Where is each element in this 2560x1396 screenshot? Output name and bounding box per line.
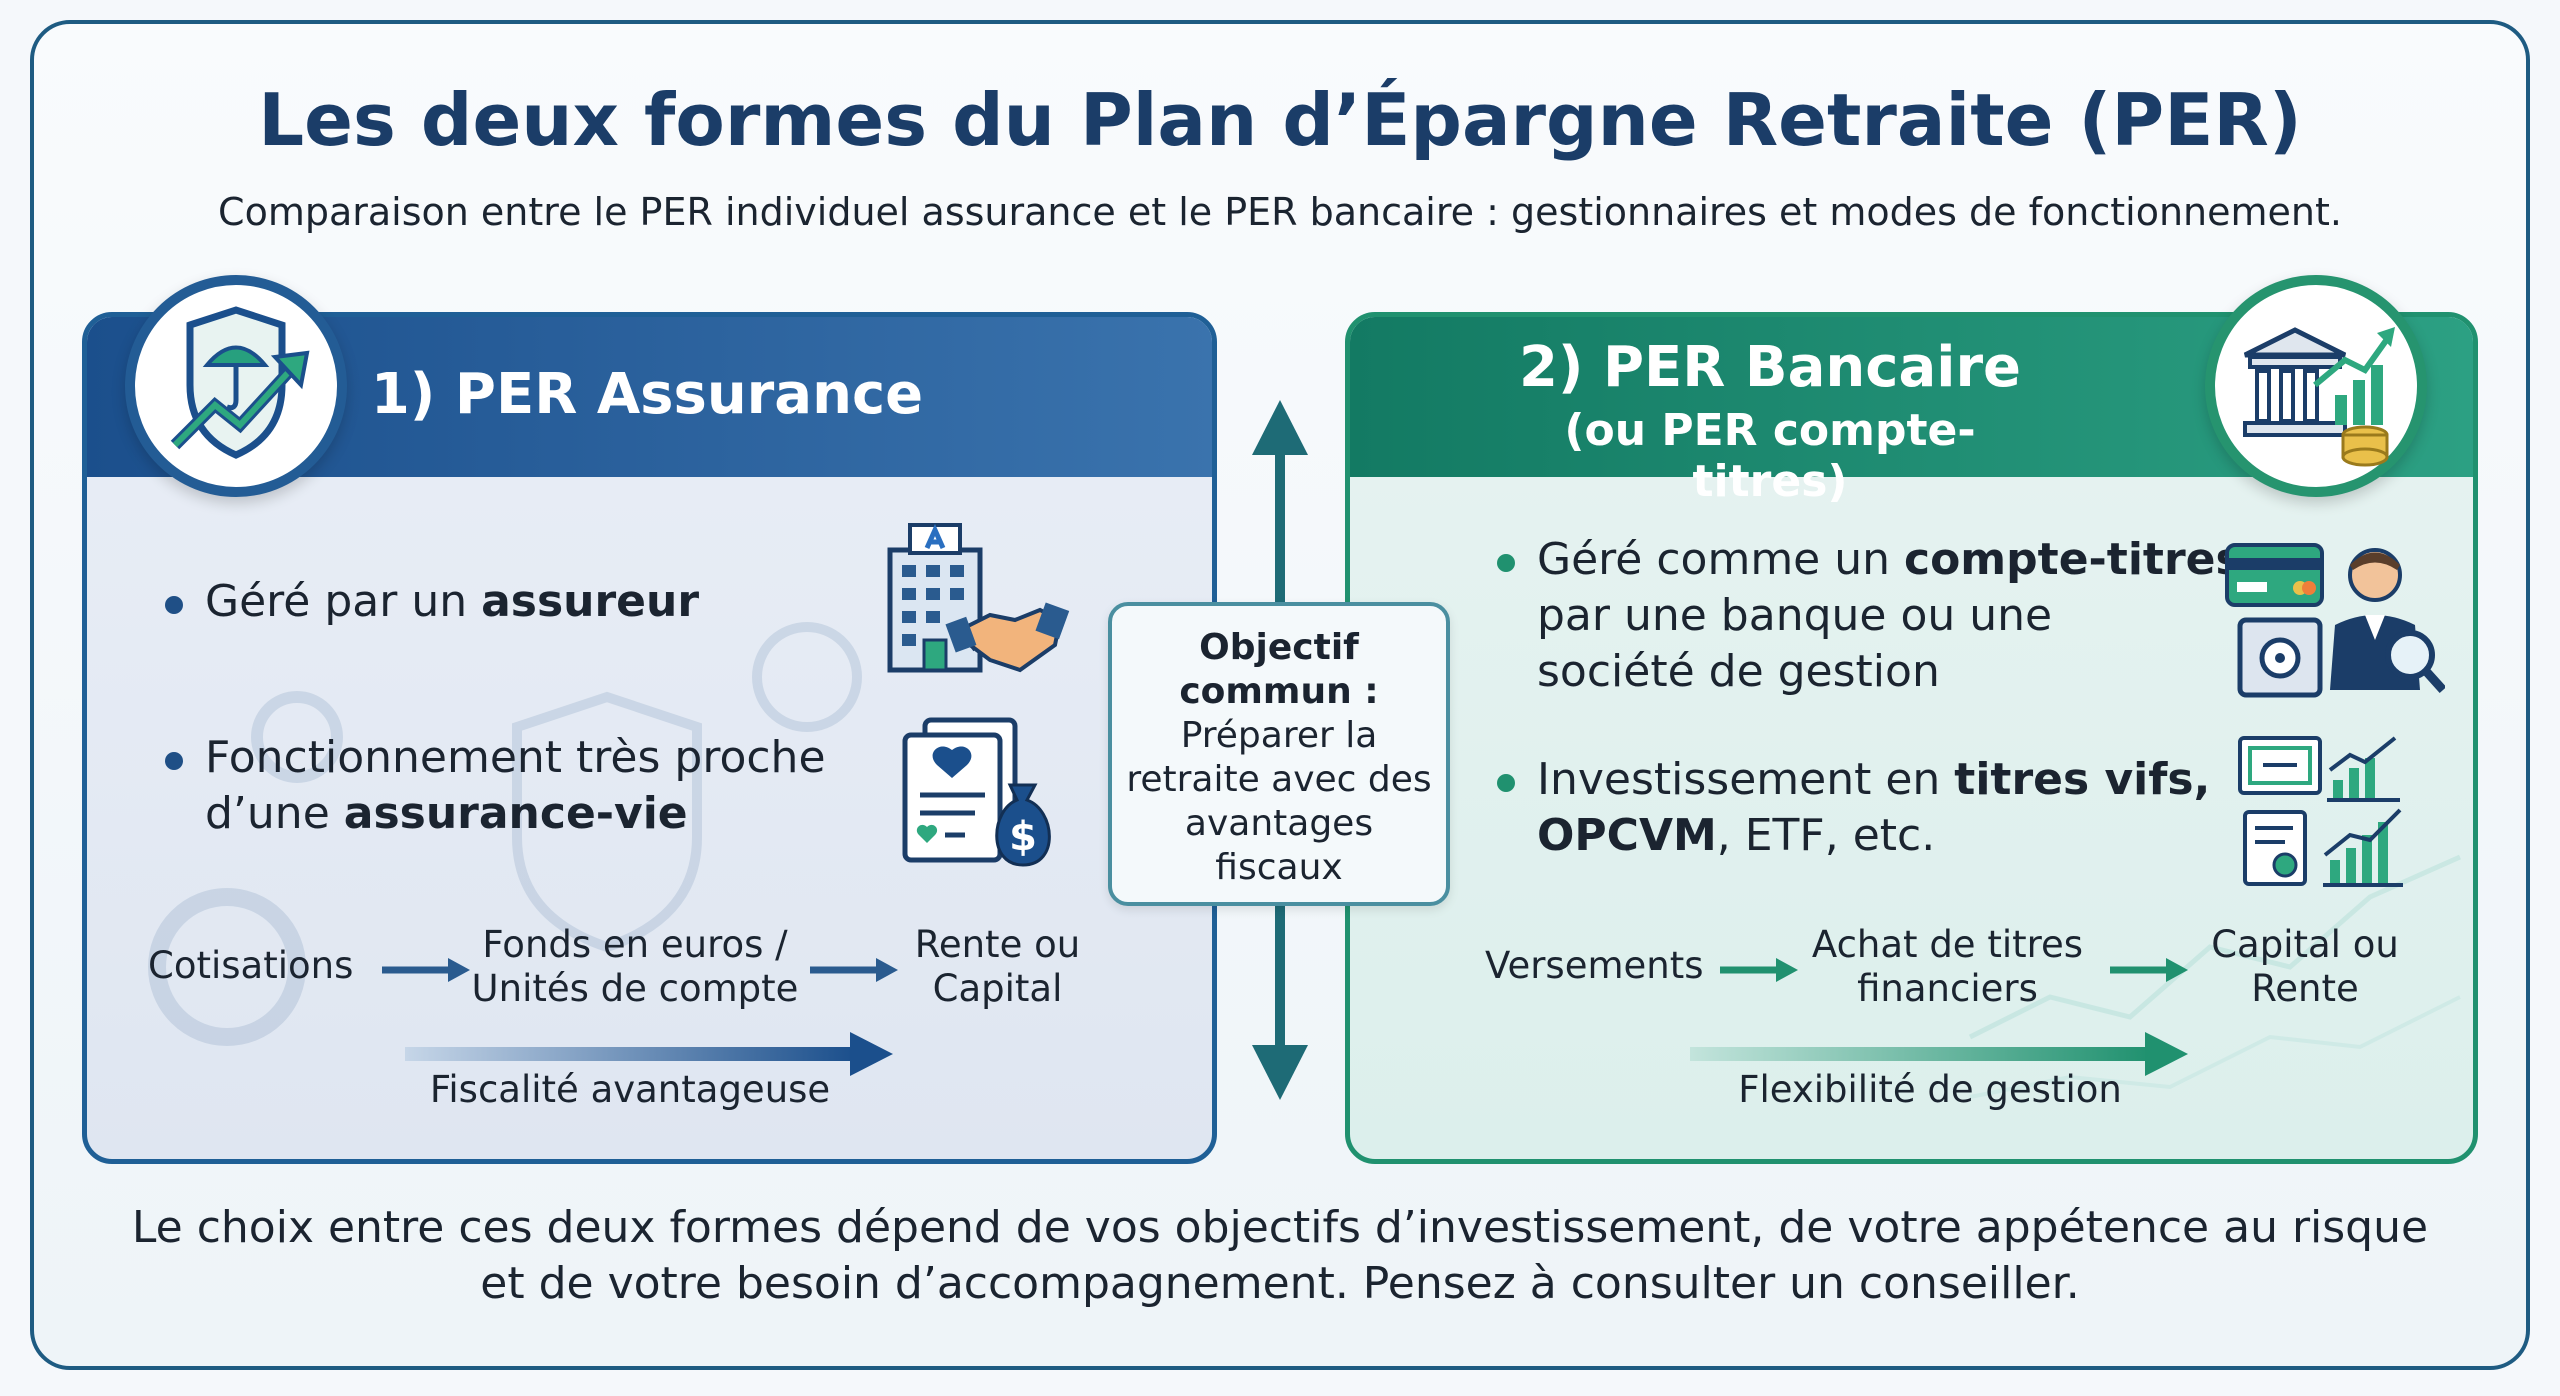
flow-step-cotisations: Cotisations (148, 944, 354, 987)
bullet-dot (1497, 774, 1515, 792)
bancaire-bullet-1: Géré comme un compte-titres par une banq… (1497, 532, 2242, 700)
flow-step-rente: Rente ou Capital (900, 923, 1095, 1011)
flow-step-fonds: Fonds en euros / Unités de compte (470, 923, 800, 1011)
page-subtitle: Comparaison entre le PER individuel assu… (218, 190, 2342, 234)
objective-title: commun : (1179, 671, 1379, 712)
flow-step-rente-line1: Rente ou (914, 923, 1081, 966)
page-title: Les deux formes du Plan d’Épargne Retrai… (258, 78, 2302, 162)
flow-step-fonds-line1: Fonds en euros / (482, 923, 788, 966)
bullet-text: par une banque ou une (1537, 590, 2053, 641)
bancaire-bullet-2: Investissement en titres vifs, OPCVM, ET… (1497, 752, 2211, 864)
flow-step-capital: Capital ou Rente (2190, 923, 2420, 1011)
bullet-text: Investissement en (1537, 754, 1955, 805)
bullet-dot (1497, 554, 1515, 572)
double-vertical-arrow (1252, 400, 1308, 1100)
bullet-bold-text: titres vifs, (1954, 754, 2211, 805)
bank-growth-coins-icon (2205, 275, 2427, 497)
flow-step-achat: Achat de titres financiers (1800, 923, 2095, 1011)
objective-text: fiscaux (1215, 847, 1343, 888)
bullet-text: , ETF, etc. (1716, 810, 1936, 861)
fiscalite-label: Fiscalité avantageuse (429, 1068, 831, 1111)
bullet-bold-text: compte-titres (1904, 534, 2242, 585)
certificates-charts-icon (2235, 730, 2405, 894)
assurance-bullet-2: Fonctionnement très proche d’une assuran… (165, 730, 826, 842)
fiscalite-arrow (405, 1032, 893, 1076)
flow-step-capital-line1: Capital ou (2211, 923, 2399, 966)
bullet-text: d’une (205, 788, 344, 839)
flow-arrow (382, 958, 470, 982)
bullet-text: Fonctionnement très proche (205, 732, 826, 783)
panel-bancaire-subheading: (ou PER compte-titres) (1564, 405, 1976, 507)
assurance-bullet-1: Géré par un assureur (165, 574, 700, 630)
objective-title: Objectif (1199, 627, 1359, 668)
objective-text: Préparer la (1180, 715, 1378, 756)
background-decoration (148, 622, 862, 1046)
panel-bancaire-heading: 2) PER Bancaire (1518, 335, 2022, 400)
flow-step-rente-line2: Capital (932, 967, 1063, 1010)
svg-text:$: $ (1009, 814, 1037, 860)
insurer-building-handshake-icon (880, 520, 1070, 684)
flow-arrow (2110, 958, 2188, 982)
objective-text: retraite avec des (1126, 759, 1432, 800)
bullet-bold-text: assurance-vie (343, 788, 688, 839)
flow-step-fonds-line2: Unités de compte (471, 967, 799, 1010)
bullet-text: société de gestion (1537, 646, 1940, 697)
bullet-text: Géré par un (205, 576, 482, 627)
bullet-bold-text: assureur (481, 576, 700, 627)
objective-box: Objectif commun : Préparer la retraite a… (1108, 602, 1450, 906)
document-money-bag-icon: $ (895, 715, 1065, 879)
flexibilite-label: Flexibilité de gestion (1738, 1068, 2122, 1111)
flow-step-capital-line2: Rente (2251, 967, 2359, 1010)
bullet-dot (165, 596, 183, 614)
footer-line: Le choix entre ces deux formes dépend de… (131, 1202, 2429, 1253)
bullet-text: Géré comme un (1537, 534, 1904, 585)
flow-arrow (1720, 958, 1798, 982)
objective-text: avantages (1184, 803, 1374, 844)
flexibilite-arrow (1690, 1032, 2188, 1076)
bullet-dot (165, 752, 183, 770)
card-safe-advisor-icon (2225, 540, 2447, 704)
panel-assurance-heading: 1) PER Assurance (370, 362, 924, 427)
flow-step-achat-line2: financiers (1857, 967, 2038, 1010)
flow-arrow (810, 958, 898, 982)
footer-note: Le choix entre ces deux formes dépend de… (0, 1200, 2560, 1312)
bullet-bold-text: OPCVM (1537, 810, 1717, 861)
flow-step-versements: Versements (1485, 944, 1704, 987)
background-decoration (1968, 854, 2462, 1099)
shield-umbrella-growth-icon (125, 275, 347, 497)
flow-step-achat-line1: Achat de titres (1811, 923, 2084, 966)
footer-line: et de votre besoin d’accompagnement. Pen… (480, 1258, 2080, 1309)
